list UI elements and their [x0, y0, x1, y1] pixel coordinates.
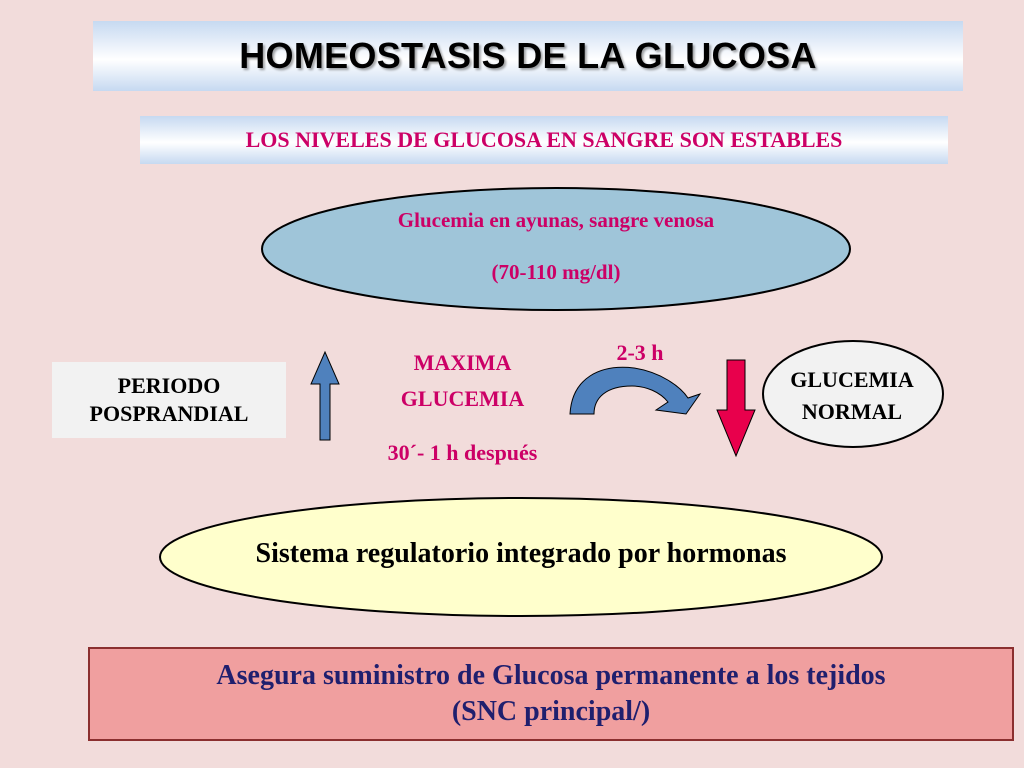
down-arrow-icon — [716, 359, 756, 458]
normal-glucemia-label: GLUCEMIA NORMAL — [760, 364, 944, 428]
interval-label: 2-3 h — [616, 340, 664, 365]
fasting-range: (70-110 mg/dl) — [491, 260, 621, 284]
subtitle: LOS NIVELES DE GLUCOSA EN SANGRE SON EST… — [245, 127, 843, 152]
subtitle-banner: LOS NIVELES DE GLUCOSA EN SANGRE SON EST… — [140, 116, 948, 164]
regulatory-label: Sistema regulatorio integrado por hormon… — [255, 538, 787, 569]
curved-arrow-icon — [569, 366, 702, 415]
title-banner: HOMEOSTASIS DE LA GLUCOSA — [93, 21, 963, 91]
postprandial-box: PERIODO POSPRANDIAL — [52, 362, 286, 438]
supply-line-2: (SNC principal/) — [451, 696, 651, 727]
normal-line-2: NORMAL — [801, 399, 903, 424]
max-glucemia-line-2: GLUCEMIA — [400, 386, 525, 411]
normal-glucemia-ellipse — [762, 340, 944, 448]
max-glucemia-timing: 30´- 1 h después — [387, 440, 538, 465]
max-glucemia-line-1: MAXIMA — [413, 350, 512, 375]
fasting-ellipse — [261, 187, 851, 311]
supply-box: Asegura suministro de Glucosa permanente… — [88, 647, 1014, 741]
page-title: HOMEOSTASIS DE LA GLUCOSA — [239, 35, 817, 76]
regulatory-ellipse — [159, 497, 883, 617]
supply-line-1: Asegura suministro de Glucosa permanente… — [216, 660, 886, 691]
postprandial-line-1: PERIODO — [117, 373, 221, 398]
up-arrow-icon — [310, 350, 340, 441]
postprandial-line-2: POSPRANDIAL — [89, 401, 249, 426]
fasting-label: Glucemia en ayunas, sangre venosa — [397, 208, 715, 232]
normal-line-1: GLUCEMIA — [790, 367, 914, 392]
